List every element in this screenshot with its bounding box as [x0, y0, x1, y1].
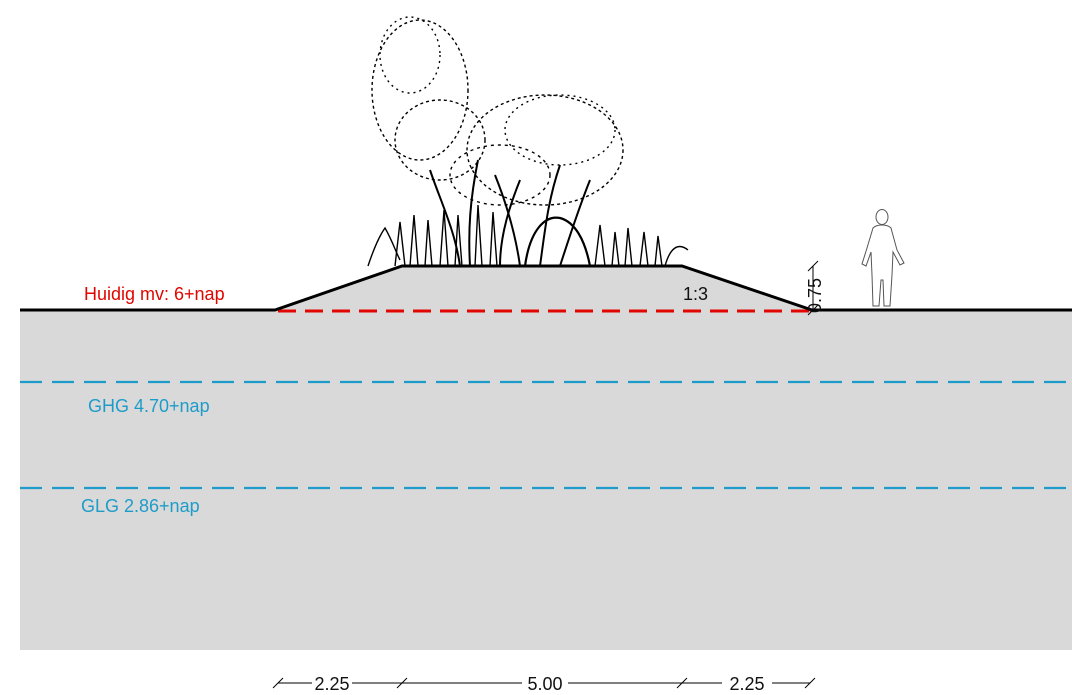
terrain-outline [20, 264, 1072, 312]
dimension-left: 2.25 [314, 674, 349, 694]
ghg-label: GHG 4.70+nap [88, 396, 210, 416]
dike-body [275, 266, 812, 310]
dimension-line [272, 677, 816, 689]
slope-label: 1:3 [683, 284, 708, 304]
height-dim-tick-bottom [807, 304, 819, 316]
glg-label: GLG 2.86+nap [81, 496, 200, 516]
soil-body [20, 310, 1072, 650]
tree-vegetation-icon [367, 16, 689, 267]
height-label: 0.75 [805, 278, 825, 313]
current-ground-label: Huidig mv: 6+nap [84, 284, 225, 304]
dimension-middle: 5.00 [527, 674, 562, 694]
person-icon [861, 209, 905, 307]
height-dim-tick-top [807, 260, 819, 272]
dimension-right: 2.25 [729, 674, 764, 694]
